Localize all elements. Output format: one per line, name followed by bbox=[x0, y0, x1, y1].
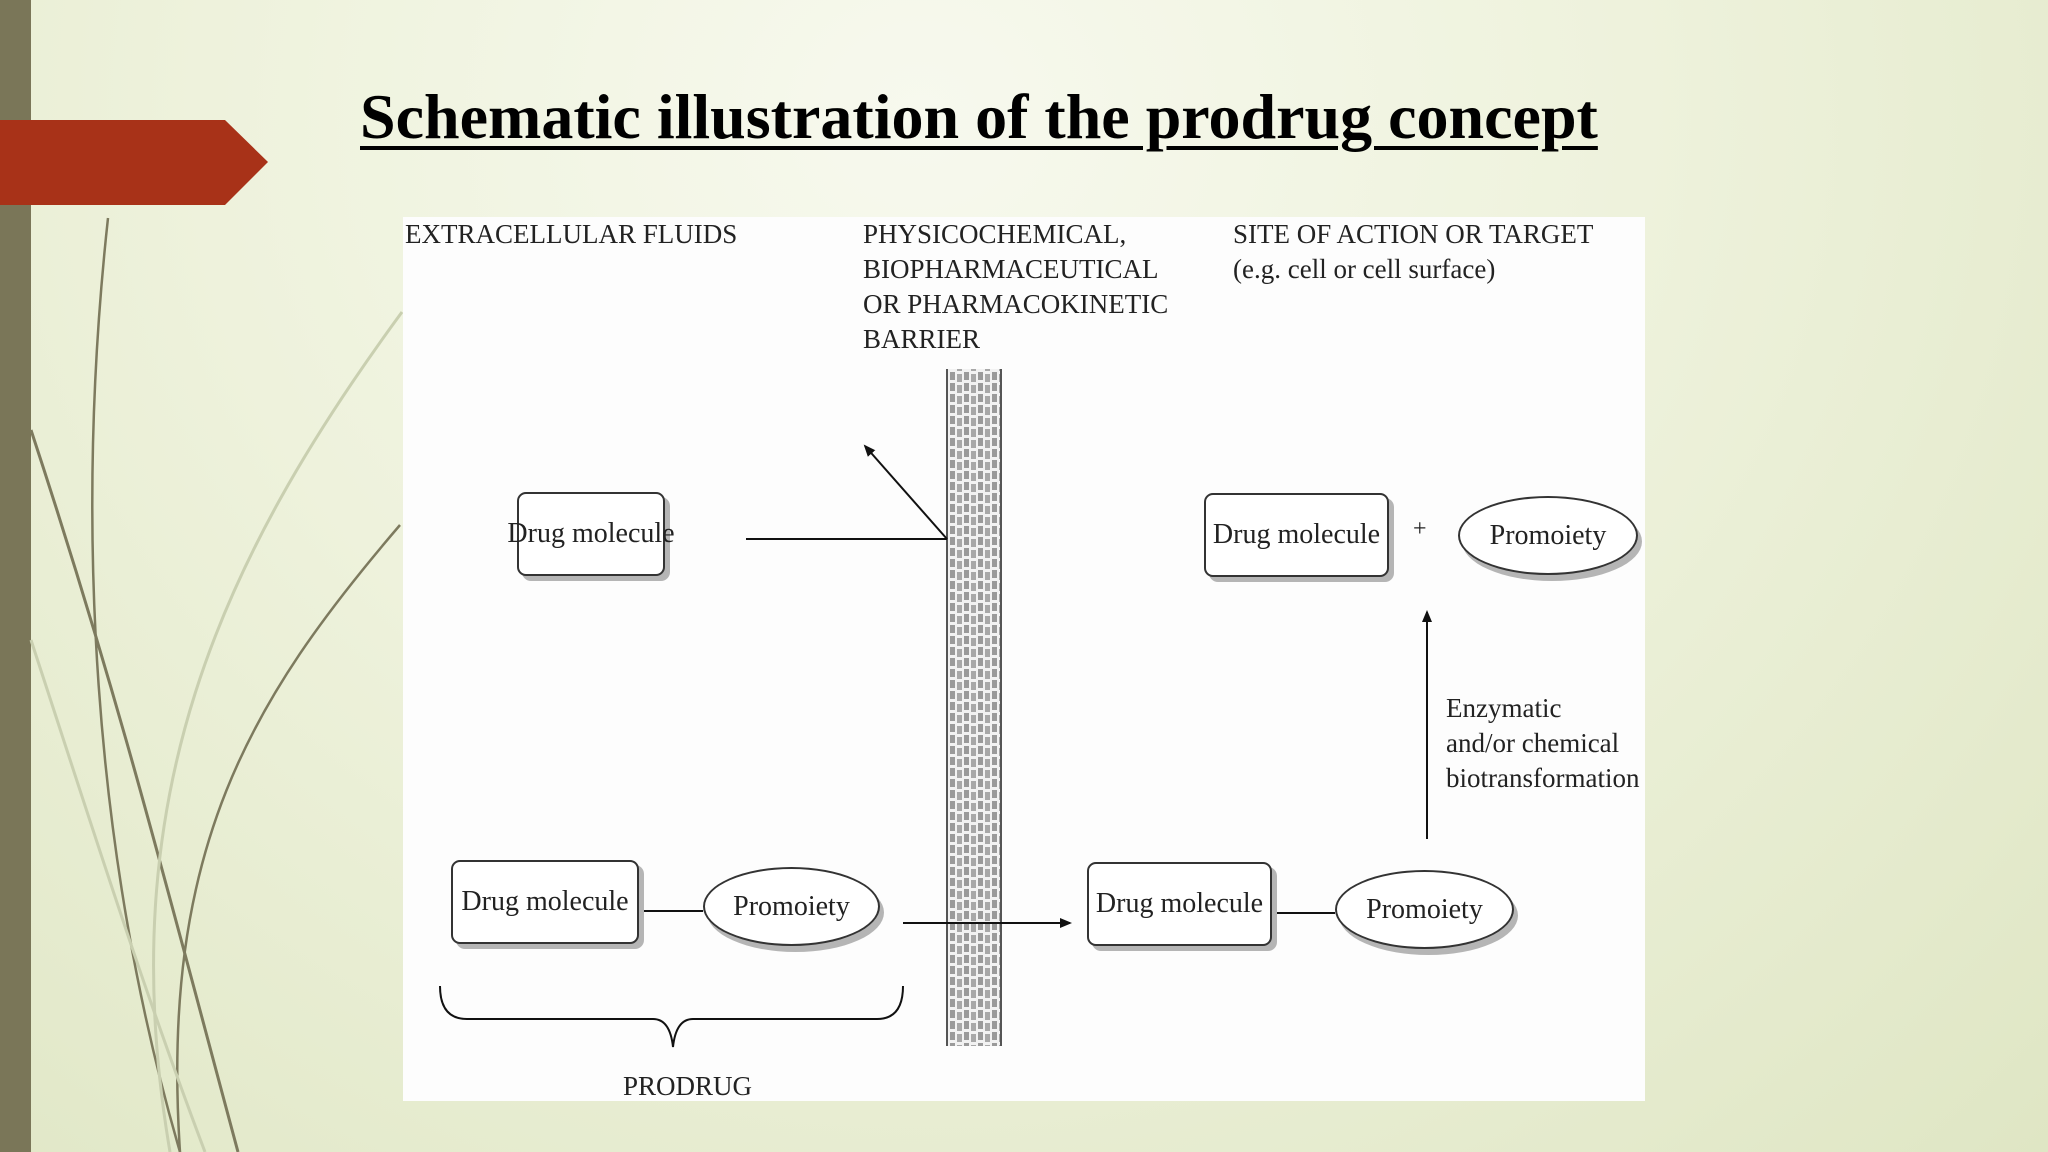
slide-title: Schematic illustration of the prodrug co… bbox=[360, 81, 1598, 152]
header-barrier-line-4: BARRIER bbox=[863, 324, 981, 354]
promoiety-ellipse-released: Promoiety bbox=[1458, 496, 1638, 575]
drug-molecule-box-reflected: Drug molecule bbox=[507, 492, 675, 576]
plus-sign: + bbox=[1413, 516, 1427, 542]
biotransformation-line-2: and/or chemical bbox=[1446, 728, 1620, 758]
biotransformation-line-3: biotransformation bbox=[1446, 763, 1640, 793]
prodrug-label: PRODRUG bbox=[623, 1071, 753, 1101]
prodrug-brace bbox=[439, 985, 904, 1048]
promoiety-ellipse-prodrug-left: Promoiety bbox=[703, 867, 880, 946]
barrier-membrane bbox=[946, 369, 1002, 1046]
drug-molecule-box-released: Drug molecule bbox=[1204, 493, 1389, 577]
header-barrier-line-3: OR PHARMACOKINETIC bbox=[863, 289, 1169, 319]
header-extracellular-fluids: EXTRACELLULAR FLUIDS bbox=[405, 219, 738, 249]
header-barrier: PHYSICOCHEMICAL, BIOPHARMACEUTICAL OR PH… bbox=[863, 217, 1168, 357]
header-site-line-2: (e.g. cell or cell surface) bbox=[1233, 254, 1496, 284]
reflection-arrow bbox=[746, 444, 948, 540]
diagram-lines bbox=[439, 369, 1432, 1048]
promoiety-ellipse-prodrug-right: Promoiety bbox=[1335, 870, 1514, 949]
header-site-line-1: SITE OF ACTION OR TARGET bbox=[1233, 219, 1594, 249]
header-barrier-line-1: PHYSICOCHEMICAL, bbox=[863, 219, 1127, 249]
header-site-of-action: SITE OF ACTION OR TARGET (e.g. cell or c… bbox=[1233, 217, 1593, 287]
header-barrier-line-2: BIOPHARMACEUTICAL bbox=[863, 254, 1159, 284]
drug-molecule-box-prodrug-right: Drug molecule bbox=[1087, 862, 1272, 946]
biotransformation-label: Enzymatic and/or chemical biotransformat… bbox=[1446, 691, 1639, 796]
decorative-grass-lines bbox=[29, 217, 404, 1152]
drug-molecule-box-prodrug-left: Drug molecule bbox=[451, 860, 639, 944]
biotransformation-line-1: Enzymatic bbox=[1446, 693, 1562, 723]
red-tab-arrow bbox=[0, 120, 268, 205]
prodrug-diagram: EXTRACELLULAR FLUIDS PHYSICOCHEMICAL, BI… bbox=[403, 217, 1645, 1101]
